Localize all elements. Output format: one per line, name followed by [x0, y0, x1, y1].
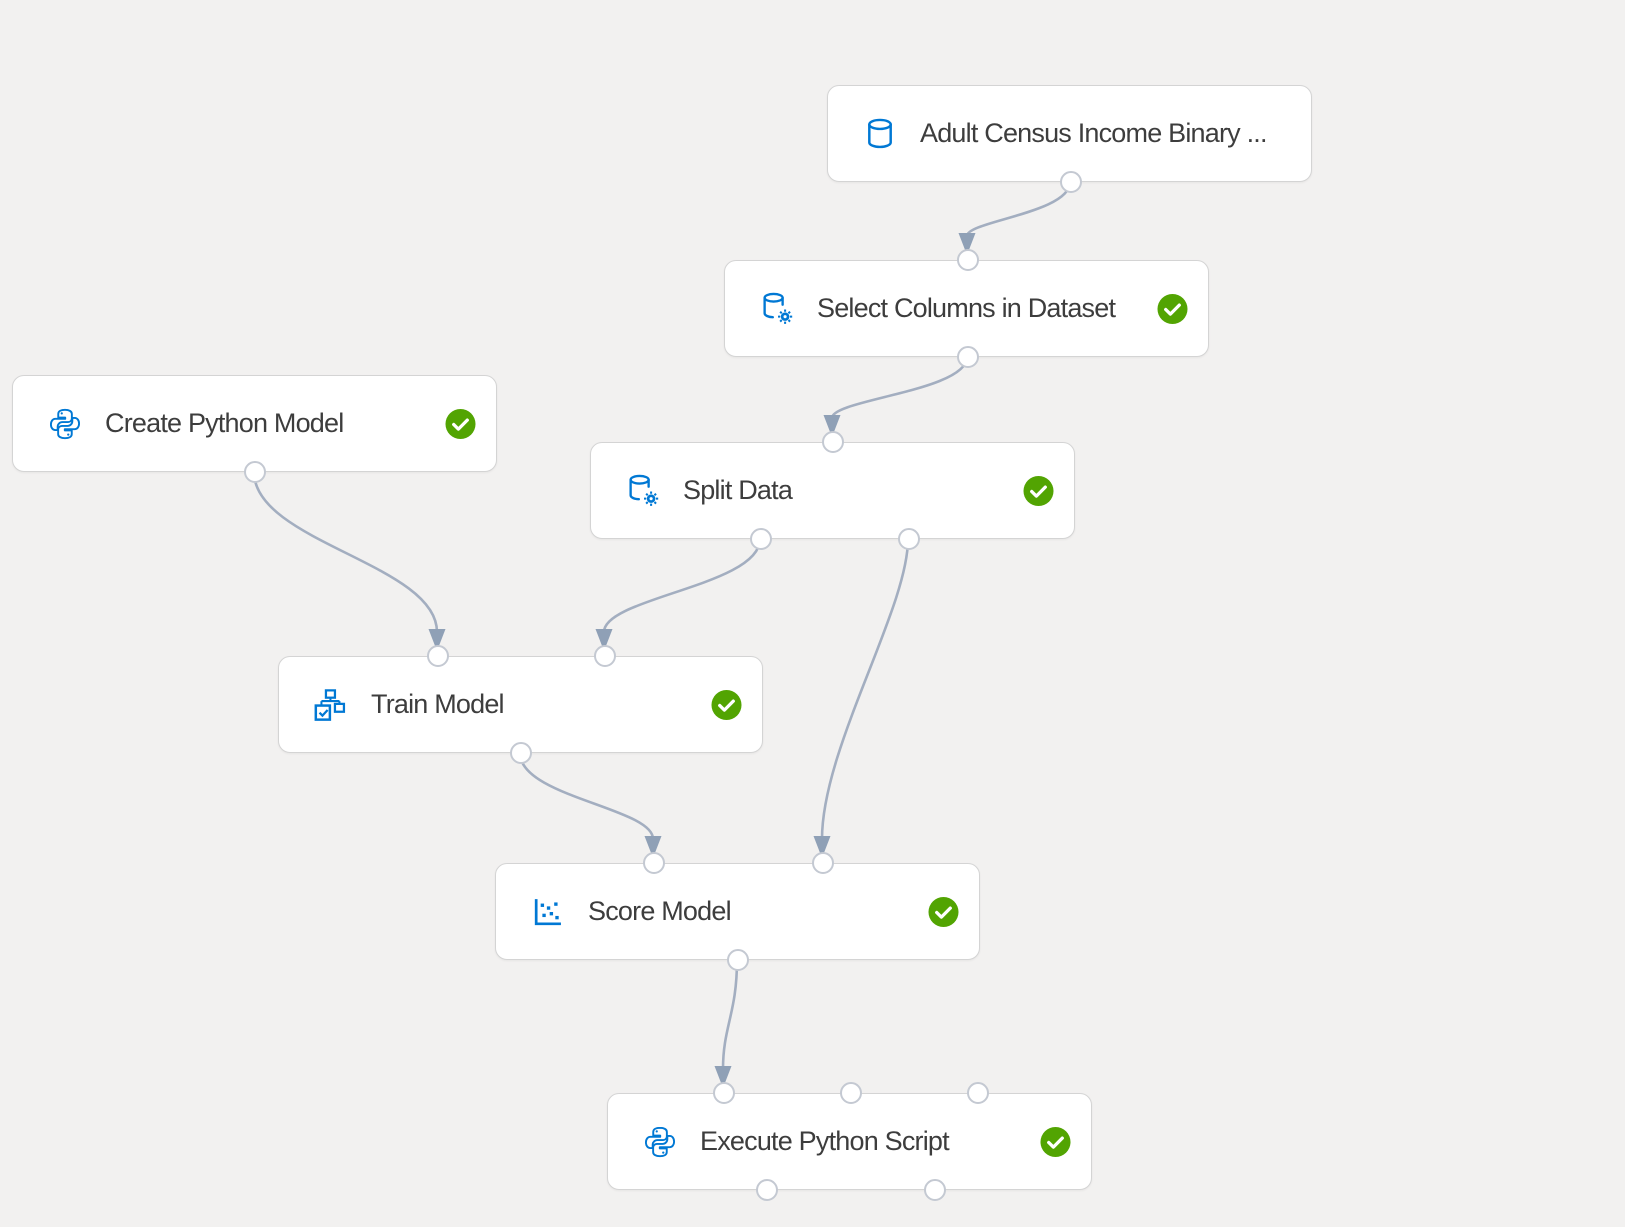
edge-connector[interactable]: [518, 752, 662, 858]
output-port[interactable]: [924, 1179, 946, 1201]
node-execute-python-script[interactable]: Execute Python Script: [607, 1082, 1092, 1201]
output-port[interactable]: [756, 1179, 778, 1201]
node-label: Adult Census Income Binary ...: [920, 118, 1267, 148]
node-select-columns[interactable]: Select Columns in Dataset: [724, 249, 1209, 368]
status-succeeded-icon: [1023, 475, 1054, 506]
status-succeeded-icon: [928, 896, 959, 927]
output-port[interactable]: [750, 528, 772, 550]
train-model-icon: [313, 687, 349, 723]
edge-arrowhead: [644, 836, 662, 858]
edge-arrowhead: [958, 233, 976, 255]
edge-connector[interactable]: [813, 538, 910, 858]
status-succeeded-icon: [1040, 1126, 1071, 1157]
output-port[interactable]: [727, 949, 749, 971]
input-port[interactable]: [840, 1082, 862, 1104]
status-succeeded-icon: [445, 408, 476, 439]
edge-connector[interactable]: [595, 538, 762, 651]
input-port[interactable]: [822, 431, 844, 453]
edge-arrowhead: [813, 836, 831, 858]
node-train-model[interactable]: Train Model: [278, 645, 763, 764]
output-port[interactable]: [957, 346, 979, 368]
database-icon: [862, 116, 898, 152]
node-label: Score Model: [588, 896, 732, 926]
input-port[interactable]: [713, 1082, 735, 1104]
input-port[interactable]: [967, 1082, 989, 1104]
edge-connector[interactable]: [958, 181, 1072, 255]
output-port[interactable]: [898, 528, 920, 550]
node-label: Select Columns in Dataset: [817, 293, 1116, 323]
edge-connector[interactable]: [714, 959, 739, 1088]
input-port[interactable]: [957, 249, 979, 271]
node-label: Create Python Model: [105, 408, 344, 438]
input-port[interactable]: [643, 852, 665, 874]
python-icon: [47, 406, 83, 442]
output-port[interactable]: [510, 742, 532, 764]
database-gear-icon: [759, 291, 795, 327]
database-gear-icon: [625, 473, 661, 509]
edge-connector[interactable]: [823, 356, 969, 437]
output-port[interactable]: [244, 461, 266, 483]
scatter-plot-icon: [530, 894, 566, 930]
input-port[interactable]: [594, 645, 616, 667]
input-port[interactable]: [427, 645, 449, 667]
output-port[interactable]: [1060, 171, 1082, 193]
status-succeeded-icon: [1157, 293, 1188, 324]
edge-arrowhead: [823, 415, 841, 437]
node-score-model[interactable]: Score Model: [495, 852, 980, 971]
node-create-python-model[interactable]: Create Python Model: [12, 375, 497, 483]
node-split-data[interactable]: Split Data: [590, 431, 1075, 550]
edge-arrowhead: [595, 629, 613, 651]
edge-arrowhead: [714, 1066, 732, 1088]
node-label: Split Data: [683, 475, 793, 505]
python-icon: [642, 1124, 678, 1160]
status-succeeded-icon: [711, 689, 742, 720]
edge-arrowhead: [428, 629, 446, 651]
node-label: Execute Python Script: [700, 1126, 950, 1156]
edge-connector[interactable]: [252, 471, 446, 651]
input-port[interactable]: [812, 852, 834, 874]
node-adult-census-dataset[interactable]: Adult Census Income Binary ...: [827, 85, 1312, 193]
node-label: Train Model: [371, 689, 505, 719]
